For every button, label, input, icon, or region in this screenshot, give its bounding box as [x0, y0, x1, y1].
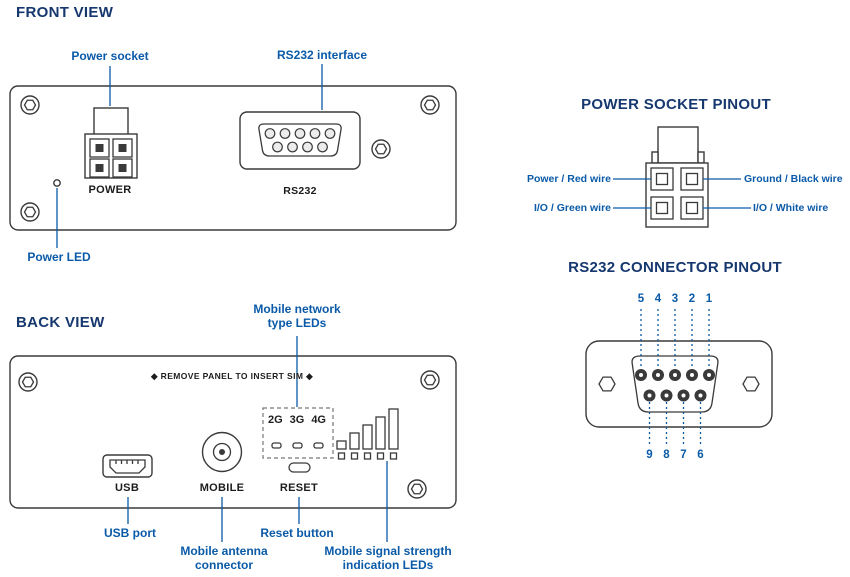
power-pin-red-label: Power / Red wire [526, 173, 611, 185]
power-socket-pinout-drawing [645, 126, 709, 228]
power-led-callout: Power LED [27, 250, 91, 264]
rs232-pin-number: 8 [663, 449, 670, 461]
reset-button-callout: Reset button [260, 526, 334, 540]
network-led-dots [271, 442, 324, 449]
rs232-pins [635, 369, 715, 402]
back-view-title: BACK VIEW [16, 314, 105, 331]
rs232-pin-number: 2 [688, 293, 696, 305]
back-panel-drawing [9, 355, 457, 509]
reset-button-drawing [288, 462, 311, 473]
power-pin-green-label: I/O / Green wire [533, 202, 611, 214]
network-led-labels: 2G 3G 4G [268, 414, 326, 426]
screw-icon [20, 95, 40, 115]
rs232-connector-drawing [239, 111, 361, 170]
rs232-pin-number: 3 [671, 293, 679, 305]
rs232-pin-number: 5 [637, 293, 645, 305]
rs232-pinout-drawing [585, 340, 773, 428]
reset-port-label: RESET [279, 482, 319, 494]
callout-lines [56, 64, 751, 542]
network-led-box [262, 407, 334, 459]
rs232-pin-number: 9 [646, 449, 653, 461]
screw-icon [420, 95, 440, 115]
led-4g-label: 4G [311, 414, 326, 426]
screw-icon [420, 370, 440, 390]
power-port-label: POWER [88, 184, 132, 196]
rs232-interface-callout: RS232 interface [276, 48, 368, 62]
network-leds-callout: Mobile network type LEDs [253, 302, 341, 330]
usb-port-drawing [102, 454, 153, 478]
sim-panel-notice: ◆ REMOVE PANEL TO INSERT SIM ◆ [150, 371, 314, 381]
led-3g-label: 3G [289, 414, 305, 426]
rs232-pin-number: 7 [680, 449, 687, 461]
antenna-connector-drawing [201, 431, 243, 473]
front-view-title: FRONT VIEW [16, 4, 114, 21]
signal-leds-callout: Mobile signal strength indication LEDs [324, 544, 452, 572]
screw-icon [407, 479, 427, 499]
power-pin-ground-label: Ground / Black wire [744, 173, 843, 185]
power-pin-white-label: I/O / White wire [753, 202, 829, 214]
power-pinout-title: POWER SOCKET PINOUT [581, 96, 771, 113]
rs232-pin-number: 4 [654, 293, 662, 305]
usb-port-callout: USB port [104, 526, 156, 540]
usb-port-label: USB [114, 482, 140, 494]
rs232-pin-number: 6 [697, 449, 704, 461]
rs232-port-label: RS232 [283, 185, 317, 197]
power-led-dot [53, 179, 61, 187]
power-socket-drawing [84, 107, 138, 179]
power-socket-callout: Power socket [71, 49, 149, 63]
antenna-callout: Mobile antenna connector [180, 544, 268, 572]
rs232-pin-number: 1 [705, 293, 713, 305]
screw-icon [20, 202, 40, 222]
screw-icon [371, 139, 391, 159]
front-panel-drawing [9, 85, 457, 231]
mobile-port-label: MOBILE [199, 482, 245, 494]
signal-bars-drawing [336, 408, 399, 460]
rs232-pinout-title: RS232 CONNECTOR PINOUT [568, 259, 782, 276]
led-2g-label: 2G [268, 414, 283, 426]
screw-icon [18, 372, 38, 392]
